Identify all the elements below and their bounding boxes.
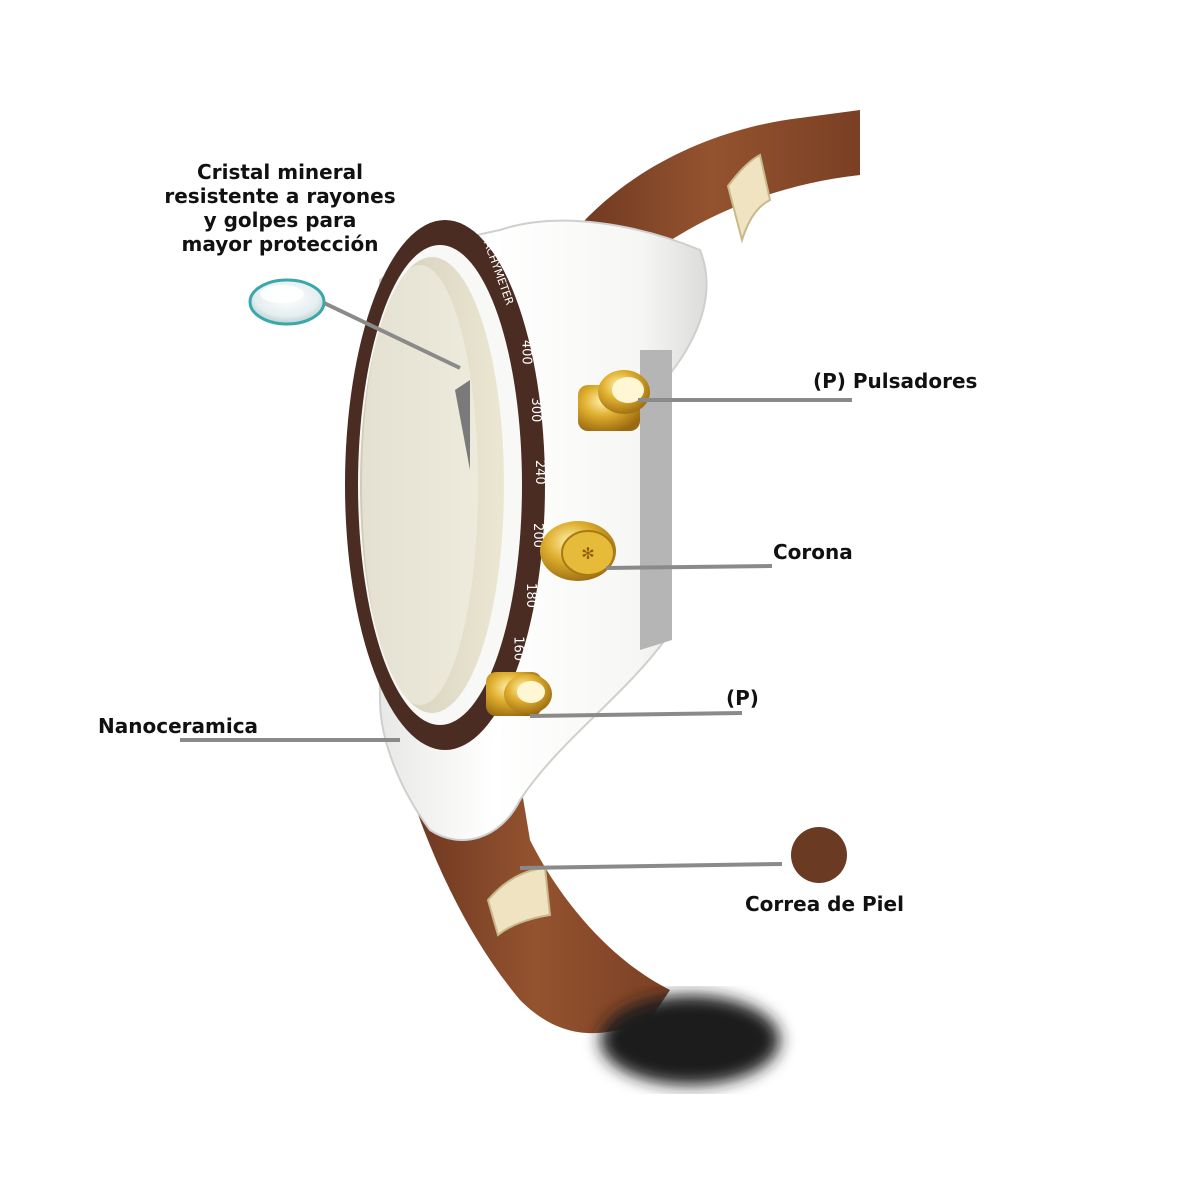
dial-hand — [455, 380, 470, 470]
crown: ✻ — [540, 521, 616, 581]
crystal-label-line-2: resistente a rayones — [164, 184, 396, 208]
bezel-number-160: 160 — [511, 636, 526, 661]
bezel-number-240: 240 — [532, 460, 547, 485]
bezel-number-200: 200 — [530, 523, 545, 548]
leather-swatch-icon — [791, 827, 847, 883]
crystal-label-line-1: Cristal mineral — [197, 160, 363, 184]
pusher-leader-line — [529, 711, 743, 718]
bezel-number-180: 180 — [523, 583, 538, 608]
pulsadores-label: (P) Pulsadores — [813, 369, 978, 393]
strap-end-shadow — [600, 995, 780, 1085]
bezel-number-300: 300 — [528, 398, 543, 423]
corona-leader-line — [605, 564, 773, 570]
crystal-glass — [362, 265, 478, 705]
crystal-label: Cristal mineral resistente a rayones y g… — [130, 160, 430, 256]
top-pusher — [578, 370, 650, 431]
correa-leader-line — [519, 862, 783, 870]
bottom-pusher — [486, 672, 552, 716]
bezel-number-400: 400 — [519, 340, 534, 365]
crystal-label-line-3: y golpes para — [203, 208, 357, 232]
corona-label: Corona — [773, 540, 853, 564]
crystal-label-line-4: mayor protección — [181, 232, 379, 256]
svg-text:✻: ✻ — [581, 544, 594, 563]
crystal-icon — [248, 278, 326, 326]
nanoceramica-label: Nanoceramica — [98, 714, 259, 738]
correa-label: Correa de Piel — [745, 892, 904, 916]
bottom-pusher-label: (P) — [726, 686, 759, 710]
case-steel-band — [640, 350, 672, 650]
lower-strap-keeper — [486, 866, 552, 937]
crystal-leader-line — [321, 300, 461, 370]
upper-strap-keeper — [726, 153, 772, 244]
